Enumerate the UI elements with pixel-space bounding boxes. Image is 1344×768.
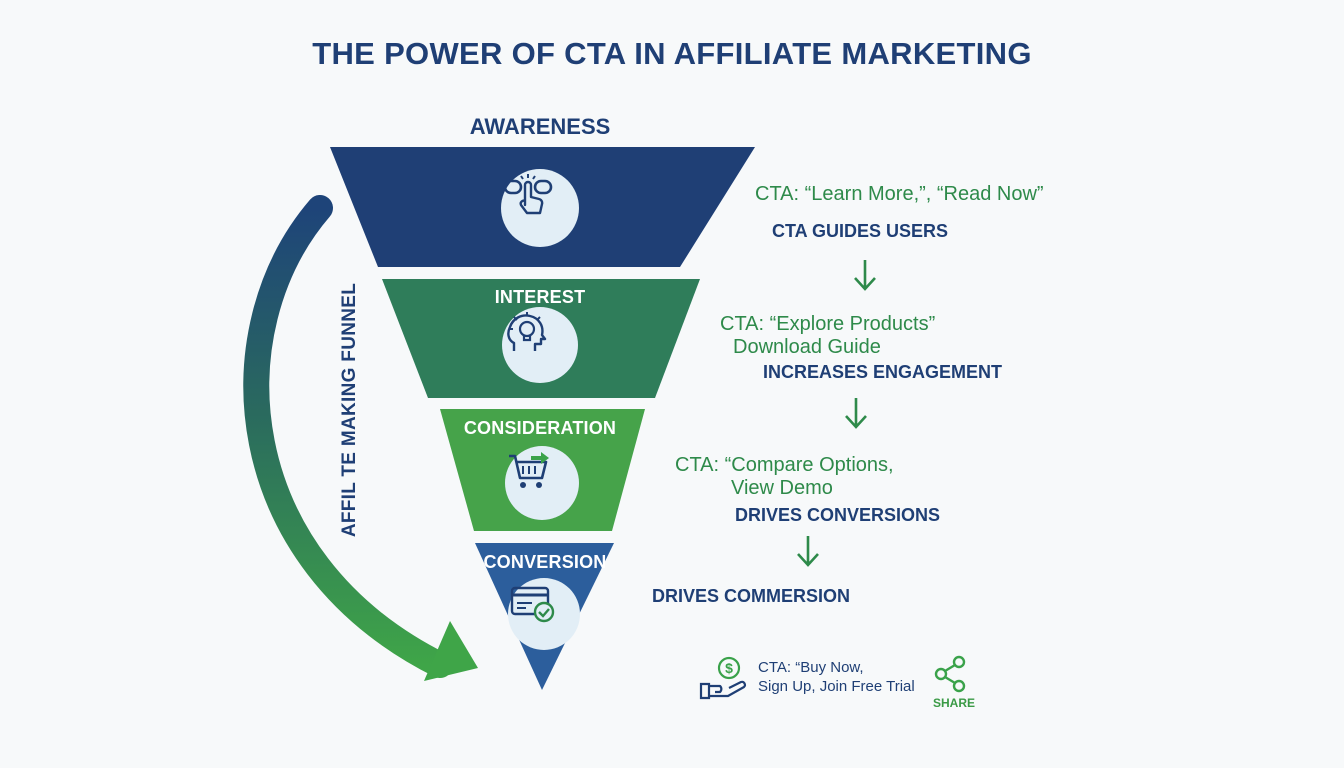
down-arrow-icon (845, 398, 867, 429)
credit-card-check-icon (508, 578, 580, 650)
share-label[interactable]: SHARE (933, 696, 976, 710)
stage-label-consideration: CONSIDERATION (463, 418, 617, 438)
effect-awareness: CTA GUIDES USERS (772, 221, 949, 241)
cta-interest-line2: Download Guide (733, 336, 881, 358)
stage-label-awareness: AWARENESS (469, 114, 611, 139)
cta-conversion-line2: Sign Up, Join Free Trial (758, 678, 915, 695)
process-arrowhead (424, 621, 478, 681)
down-arrow-icon (854, 260, 876, 291)
cta-interest-line1: CTA: “Explore Products” (720, 313, 936, 335)
money-hand-icon: $ (699, 656, 746, 700)
stage-label-conversion: CONVERSION (483, 552, 607, 572)
cta-conversion-line1: CTA: “Buy Now, (758, 659, 864, 676)
cta-consideration-line1: CTA: “Compare Options, (675, 454, 894, 476)
share-icon[interactable] (932, 654, 968, 694)
shopping-cart-icon (505, 446, 579, 520)
hand-click-icon (501, 169, 579, 247)
svg-text:$: $ (725, 660, 733, 676)
funnel-side-label: AFFIL TE MAKING FUNNEL (339, 282, 360, 538)
effect-conversion: DRIVES COMMERSION (652, 586, 851, 606)
stage-label-interest: INTEREST (494, 287, 586, 307)
process-arc (243, 195, 453, 678)
lightbulb-head-icon (502, 307, 578, 383)
page-title: THE POWER OF CTA IN AFFILIATE MARKETING (312, 36, 1032, 71)
cta-awareness: CTA: “Learn More,”, “Read Now” (755, 183, 1044, 205)
effect-consideration: DRIVES CONVERSIONS (735, 505, 941, 525)
effect-interest: INCREASES ENGAGEMENT (763, 362, 1003, 382)
down-arrow-icon (797, 536, 819, 567)
cta-consideration-line2: View Demo (731, 477, 833, 499)
